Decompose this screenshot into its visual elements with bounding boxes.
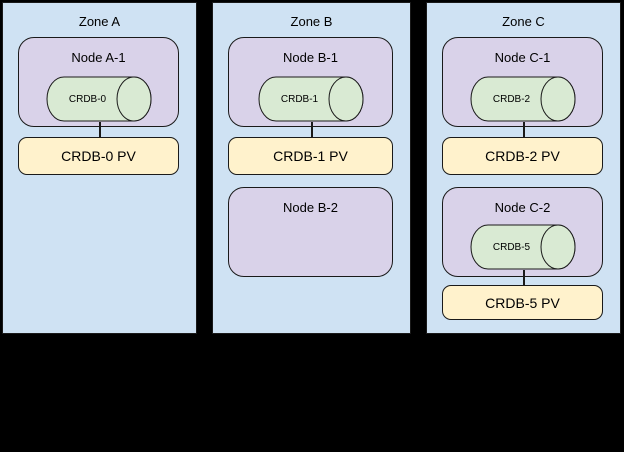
database-cylinder-icon: CRDB-0 bbox=[46, 76, 152, 122]
node-b2: Node B-2 bbox=[228, 187, 393, 277]
node-a1: Node A-1 CRDB-0 bbox=[18, 37, 179, 127]
pv-crdb-1-label: CRDB-1 PV bbox=[273, 148, 348, 164]
node-b1-label: Node B-1 bbox=[283, 50, 338, 65]
node-c1: Node C-1 CRDB-2 bbox=[442, 37, 603, 127]
connector-line bbox=[98, 122, 101, 138]
node-b2-label: Node B-2 bbox=[283, 200, 338, 215]
node-c1-label: Node C-1 bbox=[494, 50, 551, 65]
database-cylinder-icon: CRDB-1 bbox=[258, 76, 364, 122]
zone-c: Zone C Node C-1 CRDB-2 CRDB-2 PV Node C-… bbox=[426, 2, 621, 334]
crdb-0-label: CRDB-0 bbox=[68, 93, 107, 105]
node-b1: Node B-1 CRDB-1 bbox=[228, 37, 393, 127]
node-c2: Node C-2 CRDB-5 bbox=[442, 187, 603, 277]
pv-crdb-5: CRDB-5 PV bbox=[442, 285, 603, 320]
crdb-2-label: CRDB-2 bbox=[492, 93, 531, 105]
pv-crdb-5-label: CRDB-5 PV bbox=[485, 294, 560, 311]
pv-crdb-0: CRDB-0 PV bbox=[18, 137, 179, 175]
zone-a-label: Zone A bbox=[78, 14, 121, 29]
zone-a: Zone A Node A-1 CRDB-0 CRDB-0 PV bbox=[2, 2, 197, 334]
connector-line bbox=[522, 122, 525, 138]
crdb-1-label: CRDB-1 bbox=[280, 93, 319, 105]
pv-crdb-0-label: CRDB-0 PV bbox=[61, 148, 136, 164]
pv-crdb-2: CRDB-2 PV bbox=[442, 137, 603, 175]
connector-line bbox=[310, 122, 313, 138]
node-a1-label: Node A-1 bbox=[71, 50, 126, 65]
node-c2-label: Node C-2 bbox=[494, 200, 551, 215]
connector-line bbox=[522, 270, 525, 286]
database-cylinder-icon: CRDB-2 bbox=[470, 76, 576, 122]
zone-b-label: Zone B bbox=[290, 14, 333, 29]
pv-crdb-1: CRDB-1 PV bbox=[228, 137, 393, 175]
zone-b: Zone B Node B-1 CRDB-1 CRDB-1 PV Node B-… bbox=[212, 2, 411, 334]
zone-c-label: Zone C bbox=[502, 14, 545, 29]
database-cylinder-icon: CRDB-5 bbox=[470, 224, 576, 270]
pv-crdb-2-label: CRDB-2 PV bbox=[485, 148, 560, 164]
crdb-5-label: CRDB-5 bbox=[492, 241, 531, 253]
